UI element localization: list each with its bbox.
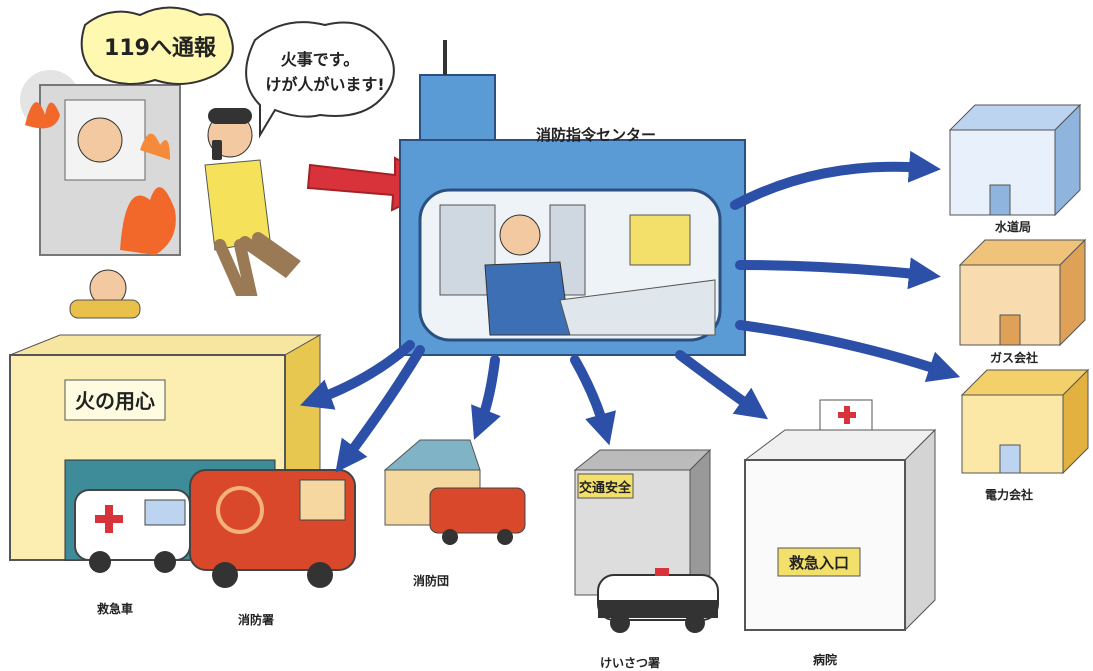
arrow-to-police bbox=[570, 355, 616, 446]
hospital-cross-icon bbox=[838, 406, 856, 424]
hospital-sign: 救急入口 bbox=[789, 554, 849, 572]
fallen-person-body bbox=[69, 299, 141, 319]
speech-line-1: 火事です。 bbox=[281, 50, 359, 69]
power-company bbox=[960, 368, 1090, 475]
fire-station-sign: 火の用心 bbox=[75, 389, 155, 413]
caller-legs bbox=[214, 232, 301, 296]
monitor-display-right bbox=[629, 214, 691, 266]
trapped-person-head bbox=[77, 117, 123, 163]
label-fire-brigade: 消防団 bbox=[413, 574, 450, 588]
water-bureau bbox=[948, 103, 1082, 217]
arrow-to-fire-brigade bbox=[471, 355, 501, 440]
operator-body bbox=[484, 261, 571, 336]
gas-company bbox=[958, 238, 1087, 347]
fire-flames-left bbox=[25, 102, 60, 129]
arrow-to-water bbox=[730, 150, 941, 210]
fire-flames-right bbox=[120, 187, 176, 255]
arrow-to-power bbox=[735, 320, 961, 383]
speech-line-2: けが人がいます! bbox=[265, 75, 384, 94]
speech-bubble bbox=[245, 21, 395, 139]
fire-brigade-garage bbox=[383, 439, 526, 545]
arrow-to-hospital bbox=[675, 350, 769, 420]
dispatch-center bbox=[399, 40, 746, 356]
hospital-building bbox=[743, 399, 937, 632]
red-cross-icon bbox=[95, 505, 123, 533]
label-water-bureau: 水道局 bbox=[995, 220, 1032, 234]
fire-flames-top bbox=[140, 133, 170, 160]
police-station-building bbox=[573, 448, 712, 597]
police-car bbox=[597, 568, 719, 633]
center-title: 消防指令センター bbox=[536, 126, 656, 144]
burning-house-scene: 119へ通報 火事です。 けが人がいます! bbox=[20, 6, 395, 319]
operator-head bbox=[499, 214, 541, 256]
arrow-to-ambulance bbox=[335, 345, 425, 473]
label-fire-station: 消防署 bbox=[238, 613, 275, 627]
label-ambulance: 救急車 bbox=[97, 602, 134, 616]
arrow-to-gas bbox=[735, 257, 941, 290]
dispatch-arrows bbox=[299, 150, 961, 473]
phone-icon bbox=[212, 140, 222, 160]
label-police-station: けいさつ署 bbox=[600, 656, 661, 670]
control-console bbox=[559, 279, 716, 336]
police-station-sign: 交通安全 bbox=[579, 480, 632, 496]
fire-engine-vehicle bbox=[189, 469, 356, 588]
call-banner-text: 119へ通報 bbox=[104, 35, 217, 61]
label-gas-company: ガス会社 bbox=[990, 351, 1039, 365]
caller-hair bbox=[208, 108, 252, 124]
label-hospital: 病院 bbox=[813, 653, 838, 667]
label-power-company: 電力会社 bbox=[985, 488, 1034, 502]
call-banner-bubble bbox=[80, 6, 234, 85]
arrow-to-fire-station bbox=[299, 340, 415, 410]
ambulance-vehicle bbox=[74, 489, 191, 573]
